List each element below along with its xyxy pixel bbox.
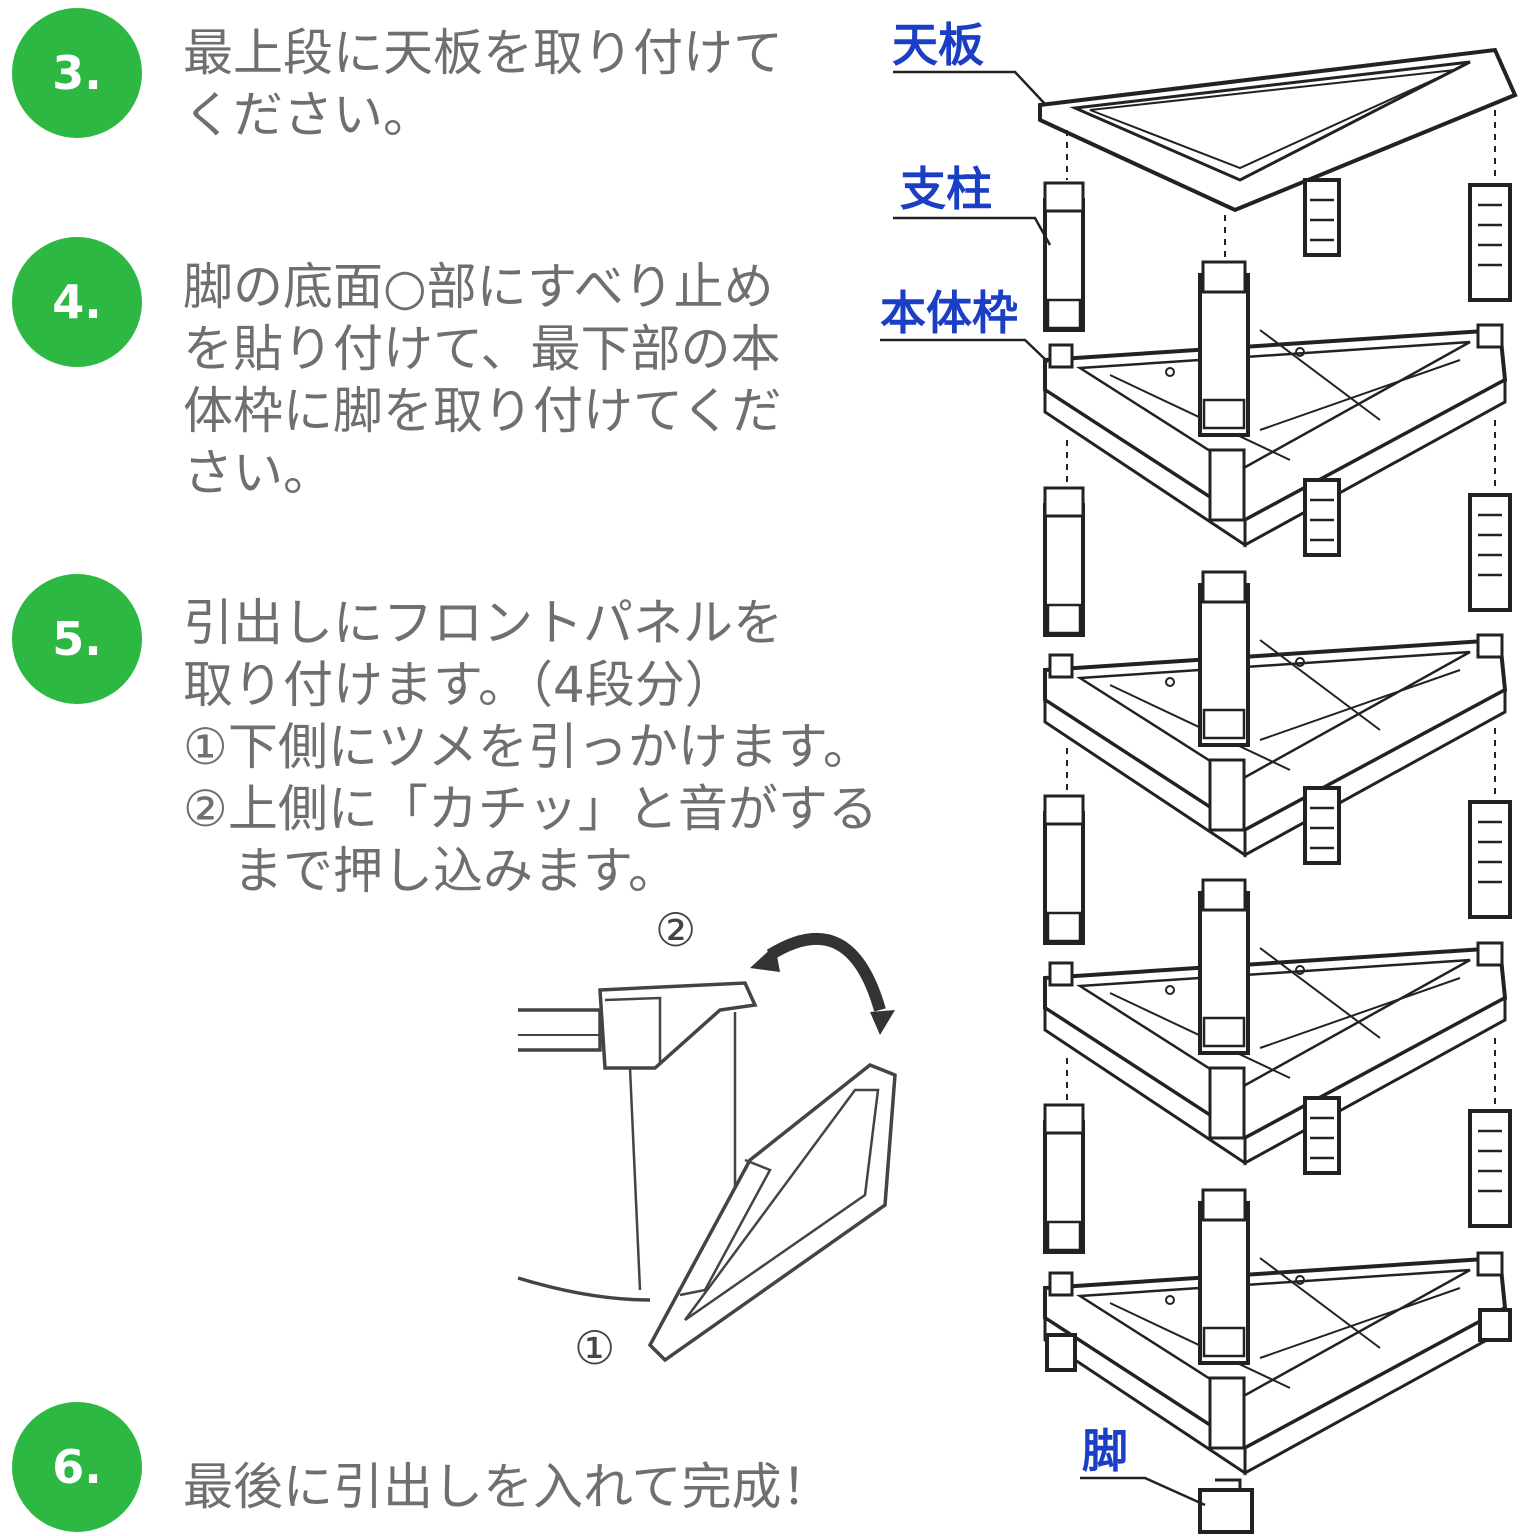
step-5-text: 引出しにフロントパネルを 取り付けます。（4段分） ①下側にツメを引っかけます。… xyxy=(183,592,878,902)
post-tier-3-left xyxy=(1043,794,1085,945)
drawer-mark-lower: ① xyxy=(574,1321,616,1375)
post-tier-4-back xyxy=(1303,1096,1341,1175)
drawer-panel-illustration xyxy=(517,933,897,1363)
step-5-line-3: ①下側にツメを引っかけます。 xyxy=(183,718,873,776)
step-6-text: 最後に引出しを入れて完成！ xyxy=(183,1456,832,1518)
step-3-badge: 3. xyxy=(12,8,142,138)
step-4-badge: 4. xyxy=(12,237,142,367)
step-6-line-1: 最後に引出しを入れて完成！ xyxy=(183,1458,832,1516)
step-4-line-4: さい。 xyxy=(183,444,333,502)
step-5-line-2: 取り付けます。（4段分） xyxy=(183,656,735,714)
post-tier-2-right xyxy=(1468,493,1512,612)
step-3-text: 最上段に天板を取り付けて ください。 xyxy=(183,22,783,146)
step-5-badge: 5. xyxy=(12,574,142,704)
post-tier-3-right xyxy=(1468,800,1512,919)
frame-tier-3 xyxy=(1043,878,1507,1165)
post-tier-1-right xyxy=(1468,183,1512,302)
step-4-text: 脚の底面○部にすべり止め を貼り付けて、最下部の本 体枠に脚を取り付けてくだ さ… xyxy=(183,256,782,504)
label-shichu: 支柱 xyxy=(900,162,992,216)
post-tier-2-back xyxy=(1303,478,1341,557)
post-tier-4-left xyxy=(1043,1103,1085,1254)
caster-legs xyxy=(1045,1308,1512,1534)
step-3-line-1: 最上段に天板を取り付けて xyxy=(183,24,783,82)
step-5-line-5: まで押し込みます。 xyxy=(233,842,678,900)
post-tier-3-back xyxy=(1303,786,1341,865)
step-4-line-3: 体枠に脚を取り付けてくだ xyxy=(183,382,782,440)
label-hontaiwaku: 本体枠 xyxy=(880,286,1018,340)
step-5-line-4: ②上側に「カチッ」と音がする xyxy=(183,780,878,838)
post-tier-1-left xyxy=(1043,181,1085,332)
frame-tier-2 xyxy=(1043,570,1507,857)
step-3-line-2: ください。 xyxy=(183,86,433,144)
post-tier-1-back xyxy=(1303,178,1341,257)
label-ashi: 脚 xyxy=(1082,1424,1128,1478)
step-6-badge: 6. xyxy=(12,1402,142,1532)
post-tier-2-left xyxy=(1043,486,1085,637)
label-tenban: 天板 xyxy=(892,18,984,72)
step-4-line-2: を貼り付けて、最下部の本 xyxy=(183,320,781,378)
frame-tier-1 xyxy=(1043,260,1507,547)
step-4-line-1: 脚の底面○部にすべり止め xyxy=(183,258,774,316)
step-5-line-1: 引出しにフロントパネルを xyxy=(183,594,783,652)
post-tier-4-right xyxy=(1468,1109,1512,1228)
drawer-mark-upper: ② xyxy=(655,903,697,957)
